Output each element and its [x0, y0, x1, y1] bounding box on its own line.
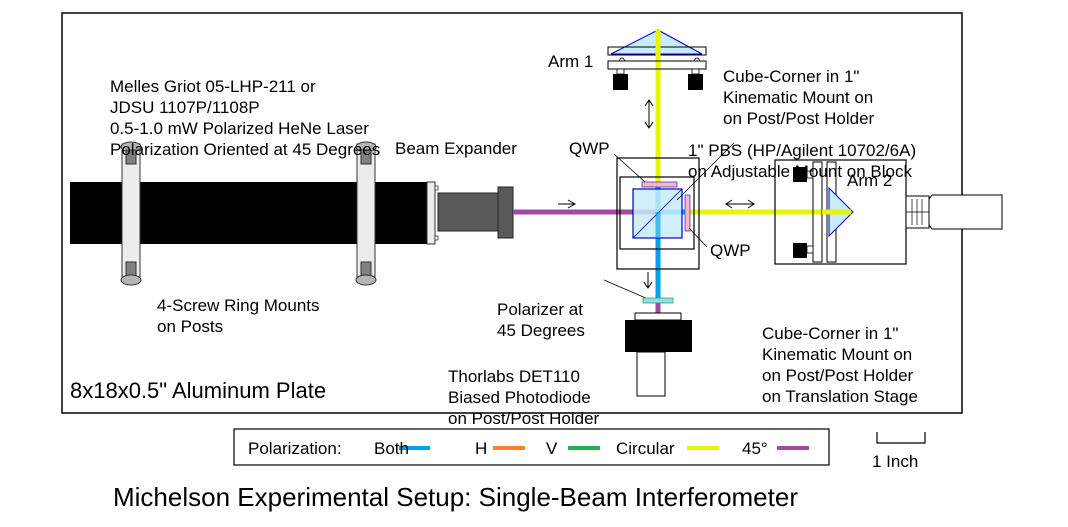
legend-title: Polarization: [248, 439, 342, 458]
arrow-bidirectional-horizontal-icon [725, 199, 755, 209]
diagram-title: Michelson Experimental Setup: Single-Bea… [113, 482, 798, 512]
legend-label-both: Both [374, 439, 409, 458]
qwp-right [684, 194, 691, 232]
plate-label: 8x18x0.5" Aluminum Plate [70, 378, 327, 403]
ring-mount-right [355, 141, 377, 286]
beam-expander [437, 186, 514, 239]
arm1-label: Arm 1 [548, 52, 594, 71]
micrometer [905, 194, 1003, 230]
qwp-top-label: QWP [569, 139, 610, 158]
beam-expander-label: Beam Expander [395, 139, 517, 158]
pbs-mount-block [616, 157, 700, 270]
photodiode-detector [625, 312, 692, 397]
qwp-right-label: QWP [710, 241, 751, 260]
legend-box [233, 428, 830, 466]
legend-label-45: 45° [742, 439, 768, 458]
scale-bar-label: 1 Inch [872, 452, 919, 471]
legend-label-circular: Circular [616, 439, 675, 458]
ring-mount-left [120, 141, 142, 286]
arrow-bidirectional-vertical-icon [644, 99, 654, 129]
legend-label-h: H [475, 439, 488, 458]
polarizer [642, 297, 674, 304]
scale-bar [876, 432, 926, 444]
arrow-down-icon [643, 272, 653, 289]
pbs-label: 1" PBS (HP/Agilent 10702/6A)on Adjustabl… [688, 141, 917, 181]
qwp-top [641, 181, 678, 188]
legend-label-v: V [546, 439, 558, 458]
laser-output-cap [426, 181, 436, 245]
arrow-right-icon [558, 199, 577, 209]
pbs-adjustable-mount [619, 176, 695, 250]
arm2-label: Arm 2 [847, 171, 893, 190]
